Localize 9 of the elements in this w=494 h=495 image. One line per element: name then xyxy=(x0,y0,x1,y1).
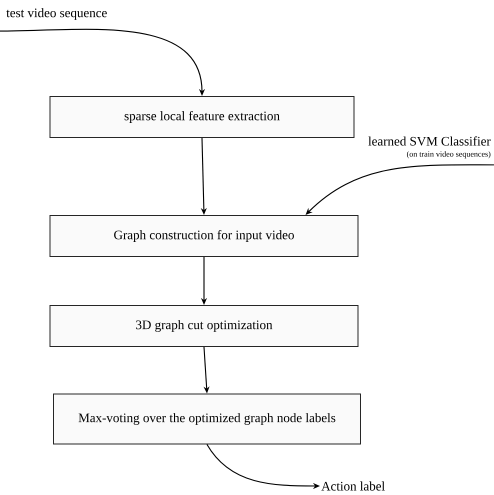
arrow xyxy=(306,164,494,215)
input-label: test video sequence xyxy=(6,8,107,20)
process-box: sparse local feature extraction xyxy=(50,96,354,138)
note-text: (on train video sequences) xyxy=(406,151,490,158)
input-label: learned SVM Classifier xyxy=(368,136,491,146)
process-box: 3D graph cut optimization xyxy=(50,305,358,347)
input-label: Action label xyxy=(321,481,385,491)
process-box: Max-voting over the optimized graph node labels xyxy=(53,394,361,444)
process-box: Graph construction for input video xyxy=(50,215,358,257)
